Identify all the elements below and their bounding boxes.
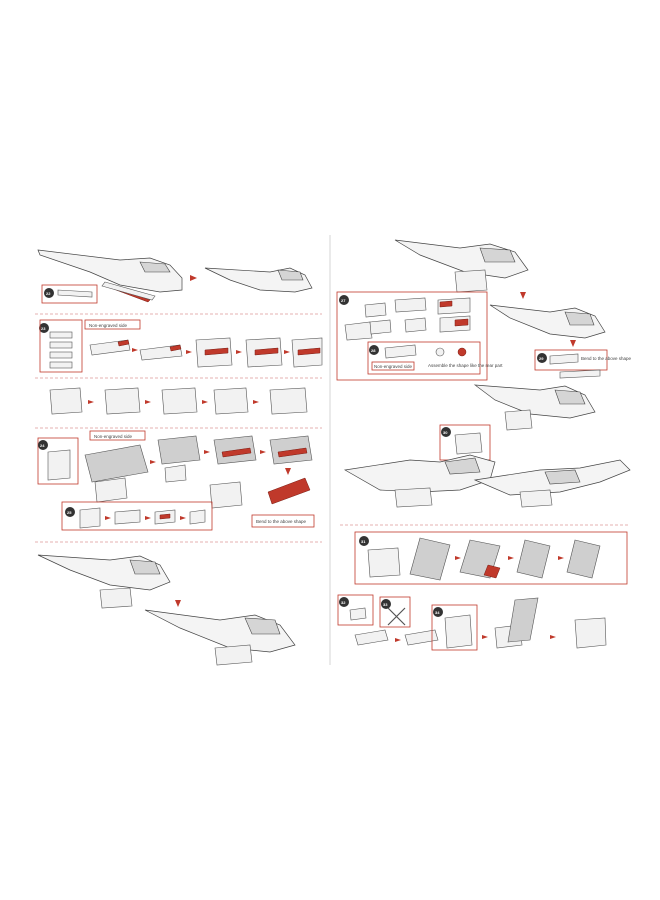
step-number: 22 — [46, 291, 51, 296]
step-31-helicopters — [343, 454, 631, 508]
step-25: 24 Non-engraved side Bend to the above s… — [37, 430, 315, 531]
step-badge — [359, 536, 369, 546]
step-28-helicopter — [489, 304, 606, 347]
step-number: 31 — [361, 539, 366, 544]
note-non-engraved-side: Non-engraved side — [374, 364, 413, 369]
step-badge — [339, 295, 349, 305]
step-22-result-helicopter — [204, 267, 313, 293]
step-number: 25 — [67, 510, 72, 515]
step-number: 27 — [341, 298, 346, 303]
note-non-engraved-side: Non-engraved side — [94, 434, 133, 439]
step-badge — [433, 607, 443, 617]
note-bend-above: Bend to the above shape — [256, 519, 307, 524]
step-badge — [339, 597, 349, 607]
step-number: 34 — [435, 610, 440, 615]
step-32: 31 — [354, 531, 628, 585]
step-23: 23 Non-engraved side — [39, 319, 323, 373]
step-27-inset: 27 28 Non-engraved side Assemble the sha… — [336, 291, 503, 381]
step-badge — [369, 345, 379, 355]
step-number: 29 — [539, 356, 544, 361]
step-badge — [39, 323, 49, 333]
step-30-helicopter — [473, 384, 596, 431]
step-badge — [537, 353, 547, 363]
step-number: 23 — [41, 326, 46, 331]
step-31-inset: 30 — [439, 424, 491, 472]
step-badge — [38, 440, 48, 450]
step-number: 30 — [443, 430, 448, 435]
step-22-helicopter-body — [37, 249, 183, 303]
note-non-engraved-side: Non-engraved side — [89, 323, 128, 328]
step-29-inset: 29 Bend to the above shape — [534, 349, 632, 379]
step-badge — [381, 599, 391, 609]
arrow-icon — [190, 275, 197, 281]
note-assemble: Assemble the shape like the rear part — [428, 363, 503, 368]
step-number: 28 — [371, 348, 376, 353]
step-number: 33 — [383, 602, 388, 607]
step-badge — [441, 427, 451, 437]
step-badge — [65, 507, 75, 517]
step-26-result-helicopter — [144, 609, 296, 666]
step-number: 32 — [341, 600, 346, 605]
step-26-helicopter — [37, 554, 181, 609]
step-27-helicopter — [394, 239, 529, 299]
step-33: 32 33 34 — [337, 594, 607, 651]
note-bend-above: Bend to the above shape — [581, 356, 632, 361]
step-badge — [44, 288, 54, 298]
step-number: 24 — [40, 443, 45, 448]
step-24 — [49, 387, 308, 415]
step-22-inset-box: 22 — [41, 284, 98, 304]
